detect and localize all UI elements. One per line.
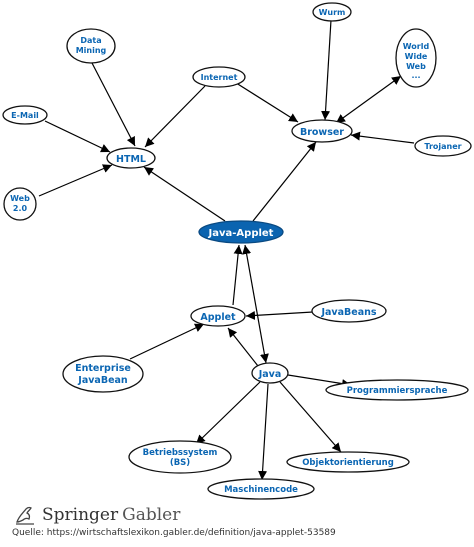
source-caption: Quelle: https://wirtschaftslexikon.gable… <box>12 528 336 538</box>
svg-text:Programmiersprache: Programmiersprache <box>347 386 448 396</box>
node-objektorientierung: Objektorientierung <box>286 451 410 473</box>
svg-text:Data: Data <box>80 36 101 45</box>
svg-text:Web: Web <box>406 62 426 71</box>
node-email: E-Mail <box>2 105 48 125</box>
edge-java-javaapplet <box>242 244 269 364</box>
svg-text:(BS): (BS) <box>170 458 190 468</box>
edge-wurm-browser <box>321 19 332 121</box>
svg-text:Enterprise: Enterprise <box>75 363 131 374</box>
edge-trojaner-browser <box>350 131 415 144</box>
edge-email-html <box>44 120 111 153</box>
svg-text:Java-Applet: Java-Applet <box>208 228 274 239</box>
svg-text:Internet: Internet <box>201 73 238 82</box>
svg-text:HTML: HTML <box>116 154 146 165</box>
node-enterprise-javabean: Enterprise JavaBean <box>62 355 144 393</box>
svg-text:Objektorientierung: Objektorientierung <box>302 458 394 468</box>
svg-text:Browser: Browser <box>300 127 344 138</box>
svg-text:Wide: Wide <box>405 52 428 61</box>
svg-text:Java: Java <box>258 369 282 380</box>
node-html: HTML <box>106 147 156 169</box>
edge-internet-html <box>144 85 206 148</box>
svg-text:E-Mail: E-Mail <box>11 111 39 120</box>
svg-text:JavaBeans: JavaBeans <box>320 307 376 318</box>
edge-applet-javaapplet <box>232 244 243 306</box>
edge-datamining-html <box>91 62 136 147</box>
svg-text:Maschinencode: Maschinencode <box>224 485 298 495</box>
node-java-applet: Java-Applet <box>198 220 284 244</box>
node-browser: Browser <box>291 119 353 143</box>
node-maschinencode: Maschinencode <box>207 478 315 500</box>
svg-text:...: ... <box>411 71 420 80</box>
svg-text:Web: Web <box>10 194 30 203</box>
svg-text:Trojaner: Trojaner <box>424 142 461 151</box>
node-trojaner: Trojaner <box>414 135 472 157</box>
springer-horse-icon <box>16 506 34 525</box>
svg-text:Betriebssystem: Betriebssystem <box>143 448 218 458</box>
node-wurm: Wurm <box>312 2 352 22</box>
node-applet: Applet <box>190 305 246 327</box>
svg-text:Wurm: Wurm <box>319 8 346 17</box>
edges <box>38 19 415 481</box>
node-web-2-0: Web 2.0 <box>3 187 37 221</box>
edge-java-betriebssystem <box>195 381 261 445</box>
edge-enterprise-applet <box>129 323 205 360</box>
svg-text:2.0: 2.0 <box>13 204 28 213</box>
node-programmiersprache: Programmiersprache <box>325 379 469 401</box>
edge-java-objektorientierung <box>279 381 342 453</box>
edge-java-maschinencode <box>258 383 269 481</box>
svg-text:World: World <box>403 42 430 51</box>
node-internet: Internet <box>192 66 246 88</box>
edge-browser-www <box>335 75 402 124</box>
node-betriebssystem: Betriebssystem (BS) <box>128 440 232 474</box>
node-data-mining: Data Mining <box>66 28 116 64</box>
brand-gabler: Gabler <box>122 505 181 525</box>
edge-java-applet <box>227 327 259 367</box>
edge-internet-browser <box>232 80 299 123</box>
svg-text:Applet: Applet <box>200 312 236 323</box>
brand-springer: Springer <box>42 505 119 525</box>
svg-text:Mining: Mining <box>76 46 107 55</box>
edge-web20-html <box>38 164 113 197</box>
svg-text:JavaBean: JavaBean <box>77 375 128 386</box>
springer-gabler-logo: Springer Gabler <box>14 503 180 527</box>
node-javabeans: JavaBeans <box>311 299 387 323</box>
edge-javaapplet-browser <box>252 141 317 222</box>
edge-javabeans-applet <box>245 310 314 320</box>
edge-javaapplet-html <box>143 166 226 222</box>
node-java: Java <box>251 362 289 384</box>
node-world-wide-web: World Wide Web ... <box>395 28 437 88</box>
